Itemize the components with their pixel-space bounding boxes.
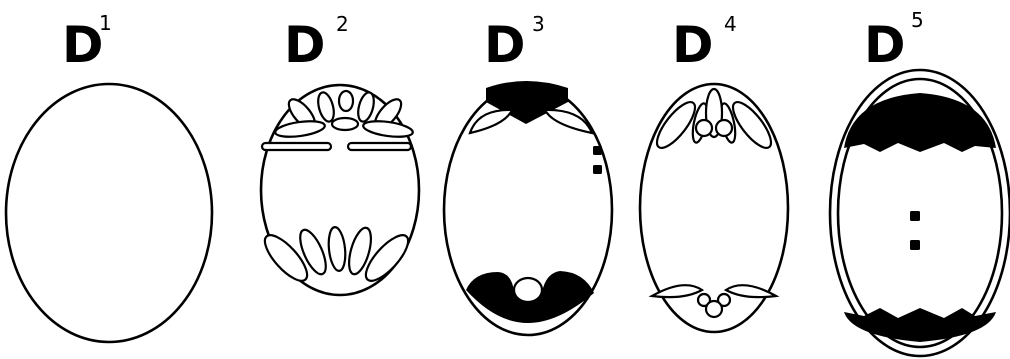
d5-dot [910,240,920,250]
d2-band-left [262,143,331,150]
svg-text:1: 1 [99,11,112,35]
d4-top-circle [716,120,732,136]
label-d4: D 4 [672,12,737,74]
embryo-d4 [640,84,788,332]
label-d5: D 5 [864,8,924,74]
embryo-d5 [830,70,1010,356]
label-d2: D 2 [284,12,349,74]
d4-bottom-circle [706,301,722,317]
embryo-d2 [258,85,419,295]
d3-bottom-circle [514,278,542,302]
embryo-d1-outline [6,84,212,342]
label-d3: D 3 [484,12,545,74]
d2-top-petal [339,91,353,111]
svg-text:4: 4 [724,12,737,36]
svg-text:D: D [484,16,526,74]
d4-top-circle [696,120,712,136]
svg-text:3: 3 [532,12,545,36]
d2-band-right [348,143,411,150]
label-d1: D 1 [62,11,112,74]
d5-dot [910,211,920,221]
svg-text:D: D [62,16,104,74]
svg-text:D: D [864,16,906,74]
svg-text:D: D [672,16,714,74]
d2-top-petal [332,118,358,130]
embryo-d3 [444,81,612,335]
svg-text:2: 2 [336,12,349,36]
d3-dot [593,146,602,155]
svg-text:5: 5 [911,8,924,32]
d3-dot [593,165,602,174]
svg-text:D: D [284,16,326,74]
